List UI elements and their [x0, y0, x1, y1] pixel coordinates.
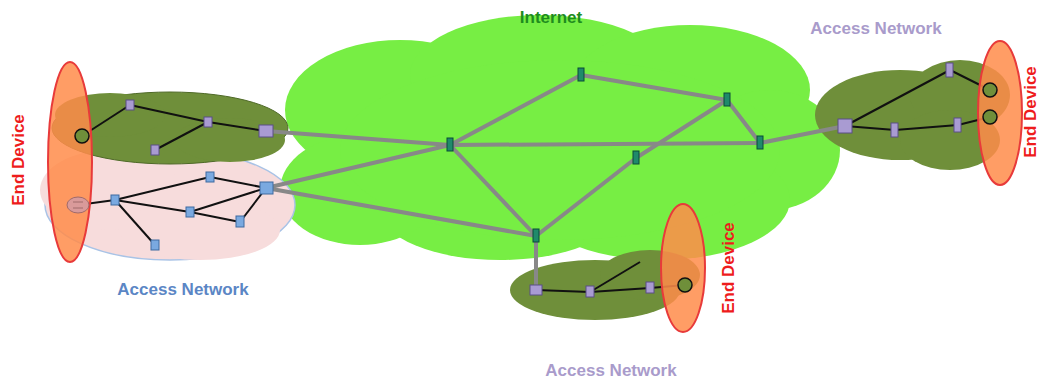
node-text: Internet [520, 8, 582, 28]
access-network-label: Access Network [117, 280, 248, 300]
internet-links [266, 75, 845, 290]
node-text: End Device [9, 114, 29, 206]
end-device-label: End Device [9, 114, 29, 206]
node-text: End Device [719, 222, 739, 314]
access-links [78, 70, 990, 292]
access-network-label: Access Network [545, 361, 676, 381]
host-circles [75, 83, 997, 292]
node-text: Access Network [545, 361, 676, 381]
pink-host [67, 197, 89, 213]
access-routers [126, 63, 961, 297]
end-device-ellipses [48, 41, 1022, 332]
node-text: Access Network [810, 19, 941, 39]
end-device-label: End Device [1021, 66, 1041, 158]
access-network-label: Access Network [810, 19, 941, 39]
node-text: End Device [1021, 66, 1041, 158]
internet-routers [447, 68, 763, 242]
node-text: Access Network [117, 280, 248, 300]
end-device-label: End Device [719, 222, 739, 314]
blue-routers [111, 172, 273, 250]
internet-label: Internet [520, 8, 582, 28]
